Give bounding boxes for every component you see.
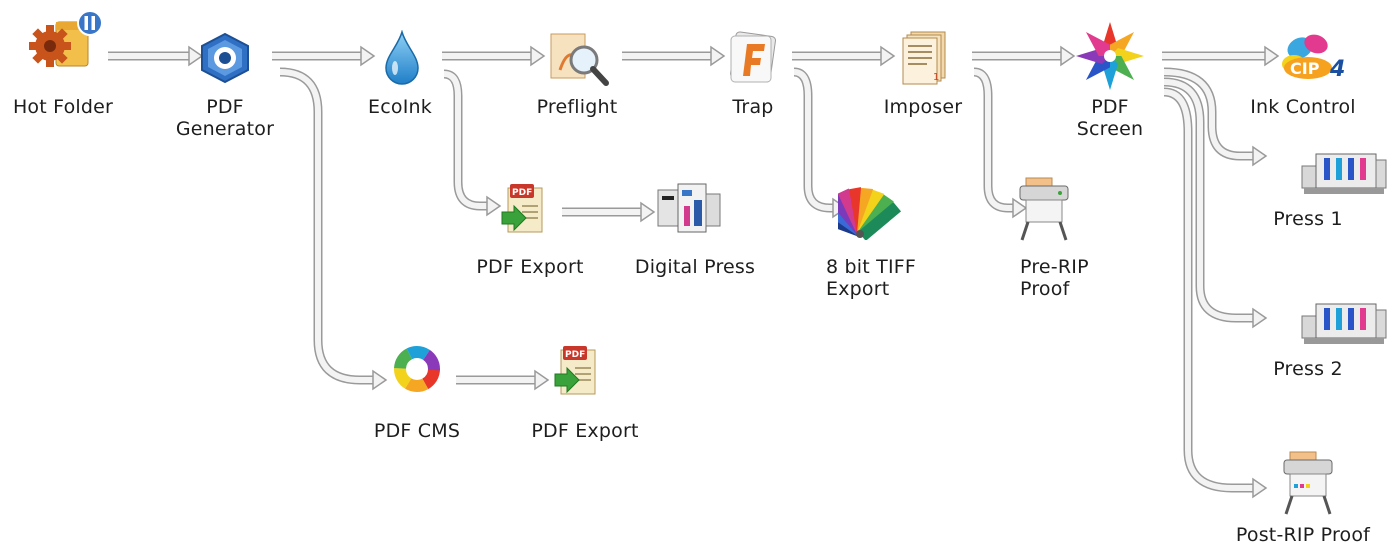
arrowhead <box>530 45 546 67</box>
pdf-generator-icon <box>201 32 249 84</box>
arrowhead <box>880 45 896 67</box>
svg-text:CIP: CIP <box>1290 59 1320 78</box>
arrowhead <box>1252 307 1268 329</box>
arrowhead <box>188 45 204 67</box>
arrowhead <box>1060 45 1076 67</box>
node-label: PDF Export <box>531 420 639 442</box>
connector-arrow <box>1163 87 1254 493</box>
connector-arrow <box>973 67 1014 213</box>
connector-arrow <box>443 69 488 211</box>
svg-text:PDF: PDF <box>565 350 585 360</box>
node-label: PDF CMS <box>373 420 461 442</box>
pdf-export-icon: PDF <box>501 184 543 233</box>
cip4-logo-icon: CIP 4 <box>1282 34 1345 82</box>
node-label: 8 bit TIFF Export <box>826 256 917 300</box>
proof-printer-icon <box>1019 177 1069 241</box>
node-label: Press 2 <box>1273 358 1343 380</box>
offset-press-icon <box>1301 303 1387 344</box>
arrowhead <box>1252 477 1268 499</box>
node-label: EcoInk <box>368 96 432 118</box>
node-label: Digital Press <box>634 256 756 278</box>
magnifier-document-icon <box>550 33 609 86</box>
color-fan-icon <box>838 187 902 240</box>
arrowhead <box>1012 197 1028 219</box>
proof-printer-icon <box>1283 451 1333 515</box>
node-label: Trap <box>732 96 774 118</box>
color-star-icon <box>1076 22 1144 90</box>
node-label: Pre-RIP Proof <box>1020 256 1089 300</box>
node-label: Press 1 <box>1273 208 1343 230</box>
arrowhead <box>640 201 656 223</box>
svg-text:PDF: PDF <box>512 188 532 198</box>
node-label: PDF Generator <box>175 96 275 140</box>
node-label: Imposer <box>883 96 963 118</box>
digital-press-icon <box>657 183 721 233</box>
node-label: Post-RIP Proof <box>1235 524 1371 546</box>
connector-arrow-fill <box>793 69 834 211</box>
offset-press-icon <box>1301 153 1387 194</box>
connector-arrow <box>793 67 835 213</box>
hot-folder-gear-icon <box>29 10 103 67</box>
connector-arrow-fill <box>1163 89 1254 491</box>
arrowhead <box>534 369 550 391</box>
arrowhead <box>486 195 502 217</box>
svg-text:1: 1 <box>933 72 939 83</box>
trap-f-icon <box>730 31 776 83</box>
connector-arrow-fill <box>1163 69 1254 159</box>
node-label: Hot Folder <box>12 96 114 118</box>
node-label: PDF Screen <box>1076 96 1144 140</box>
imposer-pages-icon: 1 <box>902 31 946 85</box>
connector-arrow-fill <box>443 71 488 209</box>
water-drop-icon <box>385 30 419 85</box>
arrowhead <box>1252 145 1268 167</box>
color-ring-icon <box>394 346 440 392</box>
connector-arrow-fill <box>973 69 1014 211</box>
node-label: PDF Export <box>476 256 584 278</box>
arrowhead <box>710 45 726 67</box>
arrowhead <box>1264 45 1280 67</box>
connector-arrow-fill <box>1163 79 1254 321</box>
connector-arrow <box>279 67 374 385</box>
connector-arrow-fill <box>279 69 374 383</box>
svg-text:4: 4 <box>1329 57 1345 82</box>
pdf-export-icon: PDF <box>554 346 596 395</box>
node-label: Preflight <box>536 96 618 118</box>
arrowhead <box>360 45 376 67</box>
arrowhead <box>372 369 388 391</box>
node-label: Ink Control <box>1250 96 1356 118</box>
